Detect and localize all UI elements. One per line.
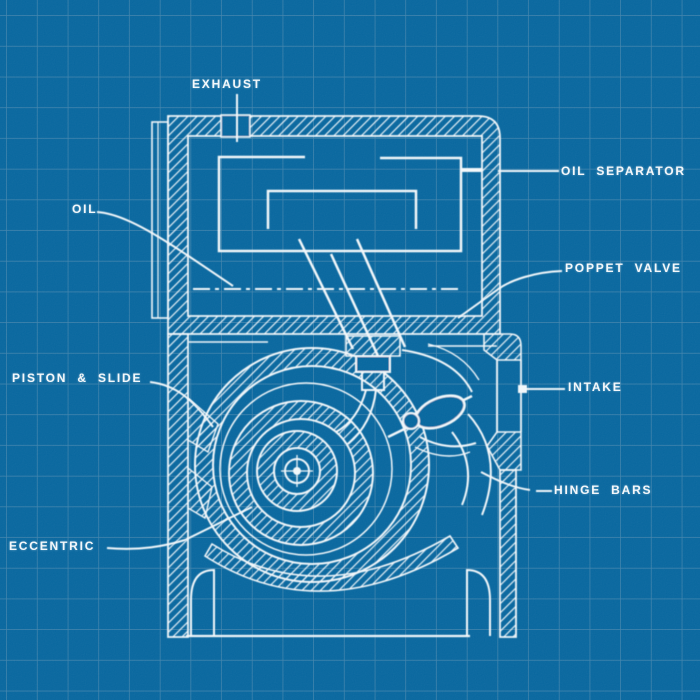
label-poppet-valve: POPPET VALVE [565,261,682,275]
label-oil-separator: OIL SEPARATOR [561,164,686,178]
label-piston-slide: PISTON & SLIDE [12,371,143,385]
label-exhaust: EXHAUST [192,77,262,91]
label-intake: INTAKE [568,380,623,394]
label-hinge-bars: HINGE BARS [554,483,653,497]
label-eccentric: ECCENTRIC [9,539,96,553]
label-oil: OIL [72,202,98,216]
